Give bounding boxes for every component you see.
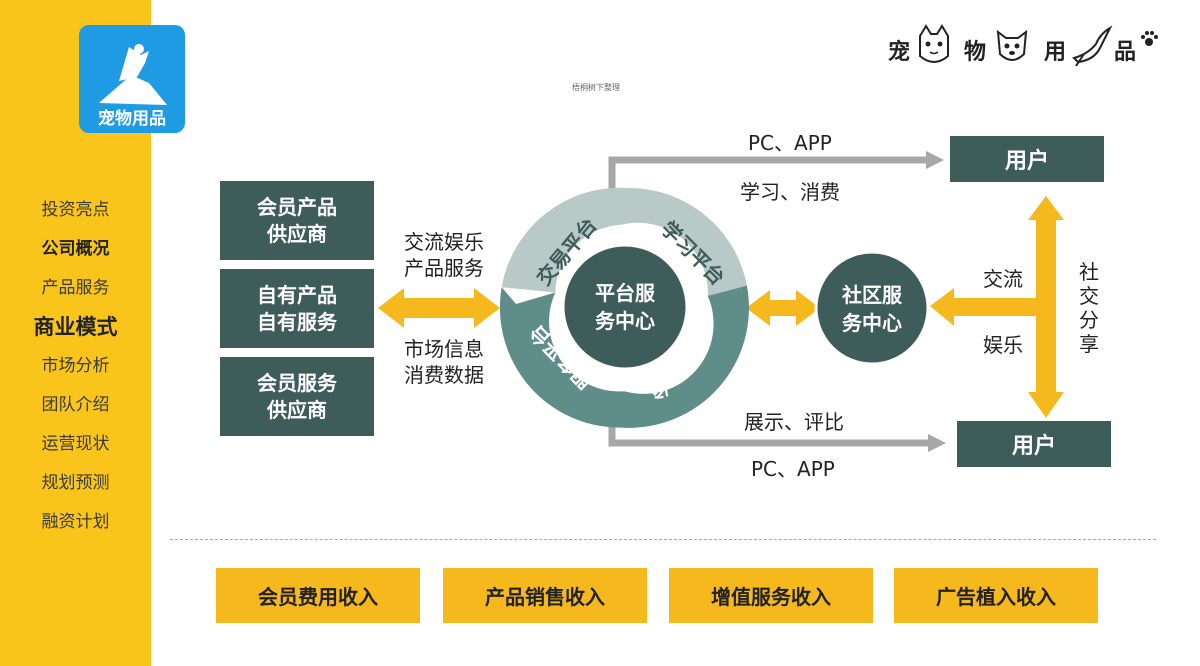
menu-item-investment-highlights[interactable]: 投资亮点 (41, 200, 110, 220)
revenue-product-sales[interactable]: 产品销售收入 (443, 568, 647, 623)
left-bottom-label-1: 市场信息 (404, 337, 484, 361)
exchange-label: 交流 (983, 267, 1023, 291)
bird-sketch-icon (1072, 25, 1113, 67)
supplier-box-own-products[interactable]: 自有产品自有服务 (220, 269, 374, 348)
revenue-membership-fees[interactable]: 会员费用收入 (216, 568, 420, 623)
bottom-grey-arrowhead (928, 434, 946, 452)
dashed-divider (170, 539, 1156, 540)
header-logo-char: 品 (1114, 40, 1137, 65)
sidebar-menu: 投资亮点 公司概况 产品服务 商业模式 市场分析 团队介绍 运营现状 规划预测 … (0, 196, 151, 547)
paw-icon (1141, 31, 1158, 46)
middle-double-arrow (746, 290, 820, 326)
menu-item-team[interactable]: 团队介绍 (41, 395, 110, 415)
top-grey-arrow (608, 156, 928, 190)
supplier-line2: 供应商 (267, 397, 327, 422)
community-circle (814, 250, 930, 366)
ring-segment-learning (621, 187, 747, 306)
dog-face-icon (996, 29, 1028, 61)
top-arrow-label-above: PC、APP (748, 131, 832, 155)
ring-segment-social (604, 285, 749, 428)
left-double-arrow (378, 288, 500, 328)
menu-item-operations[interactable]: 运营现状 (41, 434, 110, 454)
supplier-box-member-products[interactable]: 会员产品供应商 (220, 181, 374, 260)
left-top-labels: 交流娱乐 产品服务 (392, 229, 496, 281)
sidebar: 宠物用品 投资亮点 公司概况 产品服务 商业模式 市场分析 团队介绍 运营现状 … (0, 0, 185, 666)
left-bottom-labels: 市场信息 消费数据 (392, 336, 496, 388)
community-label-line2: 务中心 (842, 311, 902, 335)
left-top-label-1: 交流娱乐 (404, 230, 484, 254)
ring-segment-trade (501, 187, 647, 293)
center-circle (561, 243, 689, 371)
supplier-line1: 会员产品 (257, 194, 337, 219)
bottom-grey-arrow (608, 420, 930, 447)
top-arrow-label-below: 学习、消费 (740, 180, 840, 204)
top-grey-arrowhead (926, 151, 944, 169)
supplier-line2: 供应商 (267, 221, 327, 246)
supplier-line2: 自有服务 (257, 309, 337, 334)
supplier-box-member-services[interactable]: 会员服务供应商 (220, 357, 374, 436)
supplier-line1: 自有产品 (257, 282, 337, 307)
bird-logo-icon (99, 44, 167, 105)
entertainment-label: 娱乐 (983, 333, 1023, 357)
menu-item-market-analysis[interactable]: 市场分析 (41, 356, 110, 376)
header-logo-char: 宠 (888, 40, 911, 65)
left-top-label-2: 产品服务 (404, 256, 484, 280)
revenue-value-added-services[interactable]: 增值服务收入 (669, 568, 873, 623)
bottom-arrow-label-below: PC、APP (751, 457, 835, 481)
menu-item-products-services[interactable]: 产品服务 (41, 278, 110, 298)
header-logo-char: 物 (964, 40, 987, 65)
user-box-bottom[interactable]: 用户 (957, 421, 1111, 467)
center-label-line2: 务中心 (595, 309, 655, 333)
menu-item-company-overview[interactable]: 公司概况 (41, 239, 110, 259)
vertical-double-arrow (1028, 196, 1064, 418)
bottom-arrow-label-above: 展示、评比 (744, 410, 844, 434)
supplier-line1: 会员服务 (257, 370, 337, 395)
social-share-label: 社交分享 (1079, 260, 1099, 356)
menu-item-business-model[interactable]: 商业模式 (33, 315, 118, 339)
menu-item-planning[interactable]: 规划预测 (41, 473, 110, 493)
community-label-line1: 社区服 (841, 283, 903, 307)
cat-face-icon (919, 24, 949, 63)
header-logo-char: 用 (1044, 40, 1067, 65)
logo-text: 宠物用品 (98, 109, 166, 129)
user-box-top[interactable]: 用户 (950, 136, 1104, 182)
revenue-advertising[interactable]: 广告植入收入 (894, 568, 1098, 623)
menu-item-financing[interactable]: 融资计划 (41, 512, 110, 532)
ring-segment-service (499, 287, 625, 428)
left-bottom-label-2: 消费数据 (404, 363, 484, 387)
header-logo: 宠 物 用 品 (888, 22, 1160, 72)
center-label-line1: 平台服 (595, 281, 656, 305)
community-arrow (930, 288, 1036, 326)
source-note: 梧桐树下整理 (572, 83, 620, 92)
company-logo[interactable]: 宠物用品 (79, 25, 185, 133)
